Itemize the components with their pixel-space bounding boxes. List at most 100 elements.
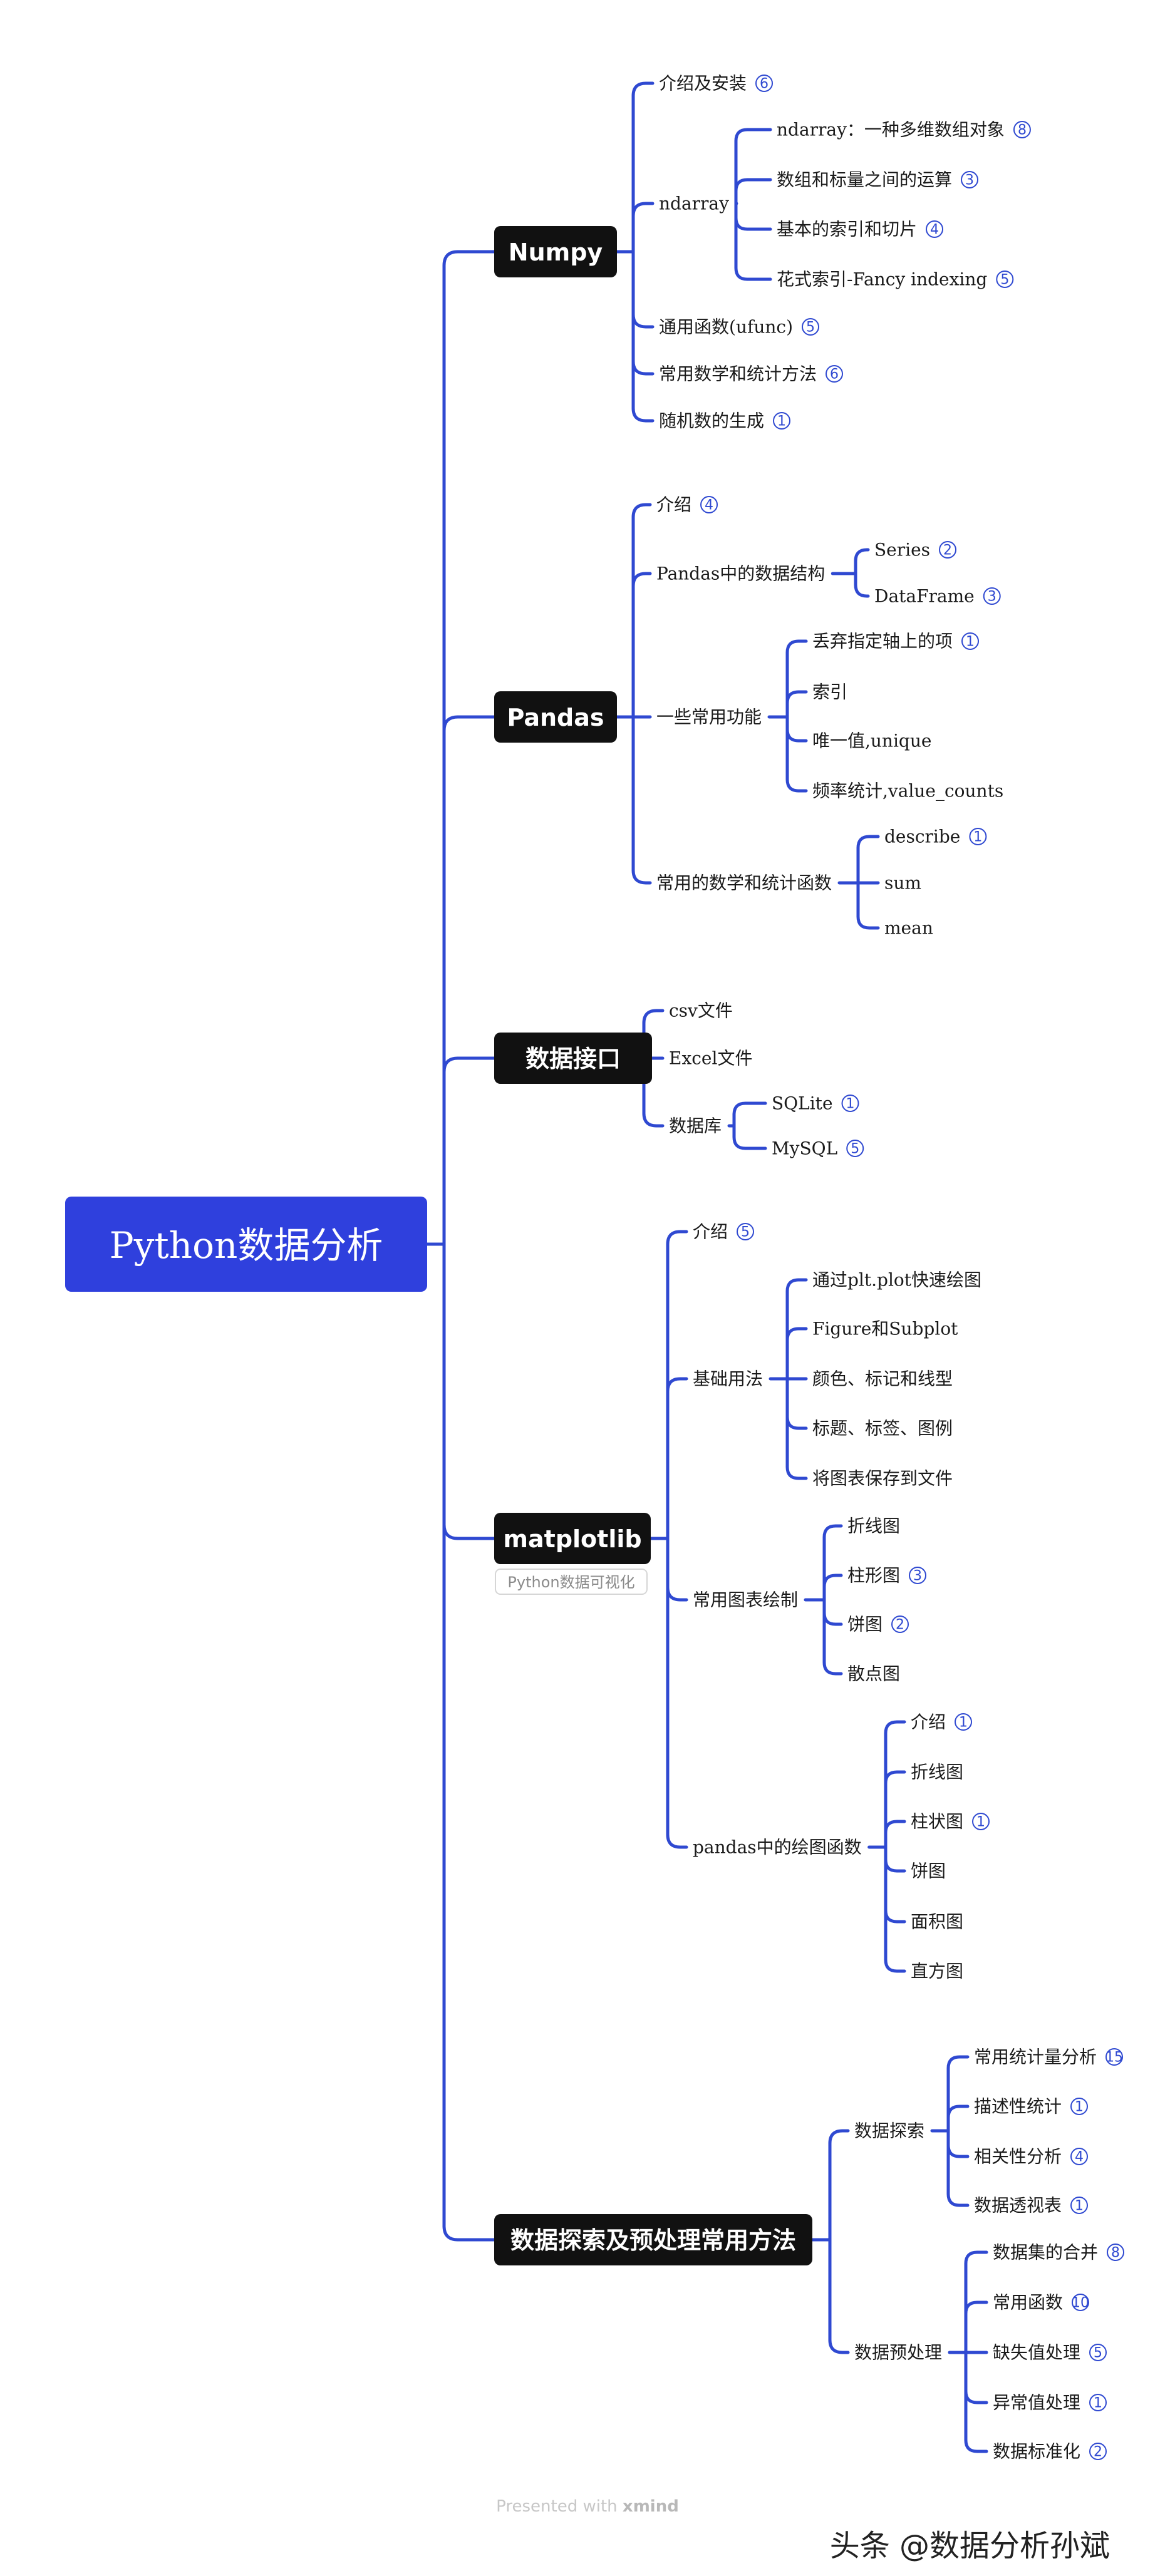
count-badge [700,496,718,513]
subtopic-label: 将图表保存到文件 [812,1468,953,1489]
branch-box-explore [494,2214,812,2265]
subtopic-label: 丢弃指定轴上的项 [812,631,953,652]
branch-label: Numpy [509,239,603,266]
topic-label: 介绍及安装 [659,73,747,94]
footer-prefix: Presented with [496,2497,618,2516]
topic-label: 数据库 [669,1116,722,1136]
subtopic-label: 饼图 [911,1861,946,1882]
topic-label: 数据探索 [854,2121,924,2141]
count-badge-number: 1 [966,634,975,650]
count-badge-number: 1 [976,1815,985,1830]
count-badge-number: 1 [959,1715,968,1731]
subtopic-label: 花式索引-Fancy indexing [777,269,987,290]
count-badge [826,365,844,383]
subtopic-label: Figure和Subplot [812,1319,958,1339]
subtopic-label: 折线图 [911,1762,963,1783]
subtopic-label: 基本的索引和切片 [777,219,917,240]
subtopic-label: 柱状图 [911,1811,963,1832]
count-badge [841,1095,859,1112]
count-badge [955,1713,973,1731]
count-badge [983,587,1001,605]
subtopic-label: 数据透视表 [974,2195,1062,2216]
count-badge [996,270,1014,288]
count-badge [1072,2294,1090,2311]
topic-label: Pandas中的数据结构 [656,564,825,584]
count-badge [1089,2443,1107,2460]
watermark: 头条 @数据分析孙斌 [829,2528,1110,2563]
count-badge [802,318,819,336]
subtopic-label: mean [884,918,933,939]
subtopic-label: 介绍 [911,1712,946,1733]
subtopic-label: 直方图 [911,1961,963,1982]
topic-label: 介绍 [656,495,691,515]
count-badge-number: 1 [777,414,786,430]
subtopic-label: 索引 [812,682,847,703]
subtopic-label: 异常值处理 [993,2393,1080,2413]
count-badge [926,220,944,238]
count-badge-number: 5 [1094,2346,1102,2361]
count-badge-number: 3 [913,1569,922,1584]
count-badge-number: 4 [1075,2150,1084,2165]
subtopic-label: 描述性统计 [974,2096,1062,2117]
root-node-label: Python数据分析 [110,1224,383,1267]
subtopic-label: 折线图 [847,1516,900,1537]
subtopic-label: 常用函数 [993,2292,1063,2313]
count-badge [961,171,979,188]
topic-label: 介绍 [693,1222,728,1242]
subtopic-label: SQLite [772,1093,833,1114]
footer: Presented with xmind [0,2497,1175,2516]
topic-label: 数据预处理 [854,2342,942,2363]
count-badge [961,632,980,650]
count-badge-number: 2 [1094,2445,1102,2460]
branch-label: matplotlib [503,1525,641,1553]
count-badge-number: 10 [1072,2295,1089,2311]
subtopic-label: sum [884,873,921,894]
count-badge [1070,2197,1089,2214]
subtopic-label: 通过plt.plot快速绘图 [812,1270,981,1291]
count-badge-number: 15 [1105,2050,1123,2066]
footer-brand: xmind [622,2497,679,2516]
count-badge [969,828,987,845]
subtopic-label: 面积图 [911,1912,963,1932]
count-badge-number: 1 [1075,2099,1084,2115]
subtopic-label: describe [884,827,960,847]
branch-box-io [494,1033,652,1084]
subtopic-label: 数组和标量之间的运算 [777,170,952,190]
connector-lines [425,81,988,2453]
subtopic-label: 标题、标签、图例 [812,1418,953,1439]
count-badge [1089,2394,1107,2411]
root-node [65,1197,427,1292]
subtopic-label: 唯一值,unique [812,731,931,751]
subtopic-label: 数据标准化 [993,2441,1080,2462]
topic-label: Excel文件 [669,1048,752,1069]
subtopic-label: 饼图 [847,1614,883,1635]
subtopic-label: DataFrame [874,586,975,607]
topic-label: 通用函数(ufunc) [659,317,793,337]
count-badge-number: 8 [1018,123,1027,138]
subtopic-label: ndarray：一种多维数组对象 [777,120,1005,140]
count-badge [737,1223,755,1240]
branch-label: 数据探索及预处理常用方法 [510,2227,796,2254]
count-badge-number: 1 [1094,2396,1102,2411]
topic-label: 基础用法 [693,1369,763,1389]
branch-label: 数据接口 [525,1045,621,1073]
count-badge-number: 2 [896,1617,904,1633]
subtopic-label: 频率统计,value_counts [812,781,1003,801]
subtopic-label: 散点图 [847,1664,900,1684]
count-badge [1107,2244,1125,2261]
topic-label: 随机数的生成 [659,411,764,431]
branch-note: Python数据可视化 [507,1574,634,1591]
count-badge [1070,2098,1089,2115]
count-badge-number: 5 [1000,272,1009,288]
subtopic-label: MySQL [772,1138,837,1159]
subtopic-label: 缺失值处理 [993,2342,1080,2363]
branch-box-pandas [494,691,617,743]
count-badge-number: 5 [851,1141,859,1157]
count-badge [1070,2148,1089,2165]
topic-label: 常用数学和统计方法 [659,364,817,384]
